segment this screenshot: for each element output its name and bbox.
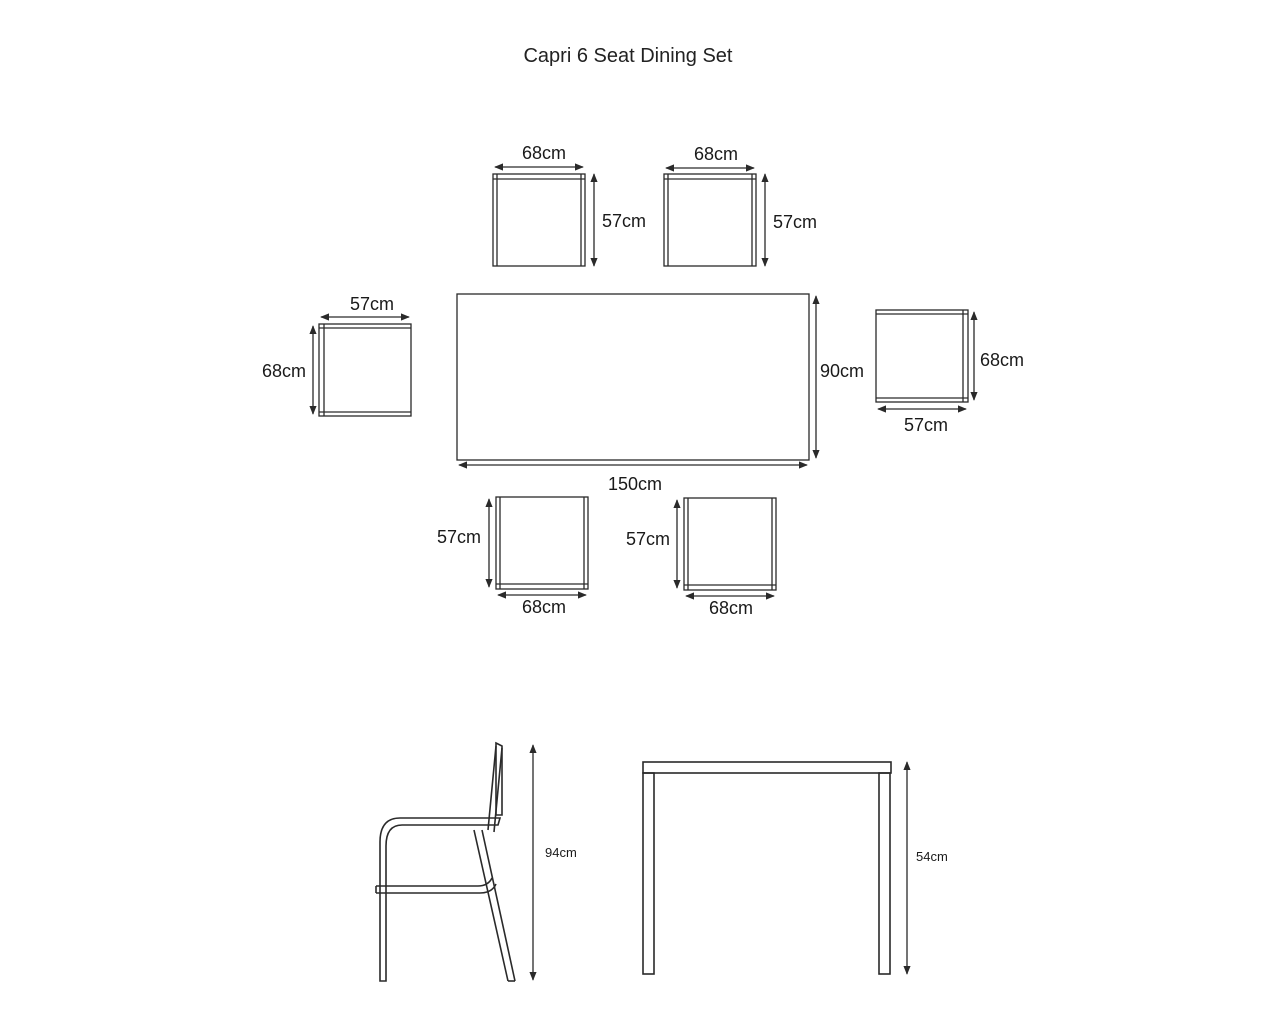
table-length-label: 150cm [608,474,662,494]
chair-width-label: 57cm [904,415,948,435]
chair-depth-label: 57cm [437,527,481,547]
chair-height-label: 94cm [545,845,577,860]
chair-width-label: 68cm [709,598,753,618]
chair-top-right: 68cm 57cm [663,144,817,267]
chair-depth-label: 68cm [980,350,1024,370]
chair-right: 57cm 68cm [875,309,1024,435]
chair-depth-label: 57cm [773,212,817,232]
chair-left: 57cm 68cm [262,294,412,417]
chair-width-label: 57cm [350,294,394,314]
chair-width-label: 68cm [694,144,738,164]
chair-top-left: 68cm 57cm [492,143,646,267]
chair-side-elevation: 94cm [375,741,577,982]
chair-depth-label: 57cm [626,529,670,549]
chair-width-label: 68cm [522,143,566,163]
table-side-elevation: 54cm [642,761,948,975]
chair-width-label: 68cm [522,597,566,617]
chair-bottom-right: 68cm 57cm [626,497,777,618]
table-top: 150cm 90cm [456,293,864,494]
table-height-label: 54cm [916,849,948,864]
chair-depth-label: 57cm [602,211,646,231]
chair-depth-label: 68cm [262,361,306,381]
chair-bottom-left: 68cm 57cm [437,496,589,617]
page-title: Capri 6 Seat Dining Set [523,45,732,67]
table-width-label: 90cm [820,361,864,381]
